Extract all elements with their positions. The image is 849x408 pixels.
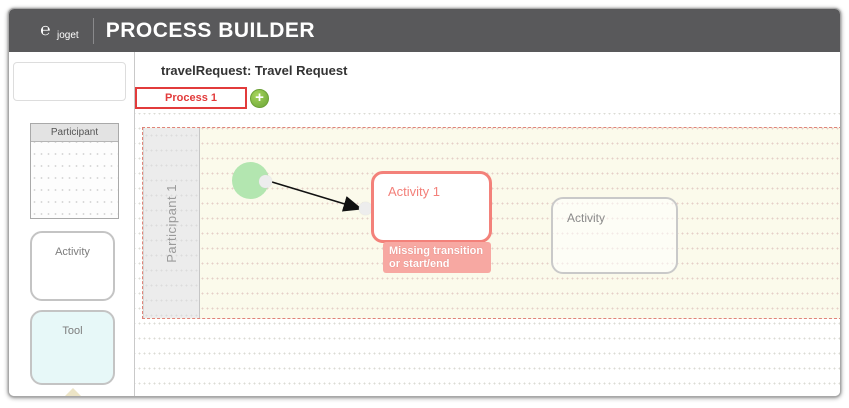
palette-item-tool[interactable]: Tool [30,310,115,385]
connection-port-activity[interactable] [359,202,372,215]
palette-item-participant[interactable]: Participant [30,123,119,219]
plus-icon: + [255,89,264,106]
joget-logo-icon: ℮ [40,20,51,39]
warning-line-2: or start/end [389,258,450,270]
swimlane-participant-1[interactable]: Participant 1 [143,128,200,318]
swimlane-label: Participant 1 [164,183,179,263]
warning-line-1: Missing transition [389,245,484,257]
titlebar: ℮ joget PROCESS BUILDER [9,9,840,52]
node-activity[interactable]: Activity [551,197,678,274]
palette-participant-label: Participant [31,124,118,142]
titlebar-divider [92,17,94,44]
shape-palette: Participant Activity Tool [9,52,135,396]
add-process-button[interactable]: + [250,89,269,108]
process-builder-window: ℮ joget PROCESS BUILDER Participant Acti… [8,8,841,397]
joget-brand-label: joget [57,30,79,41]
palette-scroll-up-icon[interactable] [64,388,82,396]
joget-logo: ℮ joget [36,20,79,42]
validation-warning-badge: Missing transition or start/end [383,242,491,273]
design-canvas[interactable]: Participant 1 Activity 1 Missing transit… [135,113,840,396]
diagram-title: travelRequest: Travel Request [161,63,348,78]
app-title: PROCESS BUILDER [105,18,316,42]
palette-preview-box [13,62,126,101]
node-activity-1[interactable]: Activity 1 [371,171,492,243]
tab-process-1[interactable]: Process 1 [135,87,247,109]
connection-port-start[interactable] [259,175,272,188]
palette-item-activity[interactable]: Activity [30,231,115,301]
